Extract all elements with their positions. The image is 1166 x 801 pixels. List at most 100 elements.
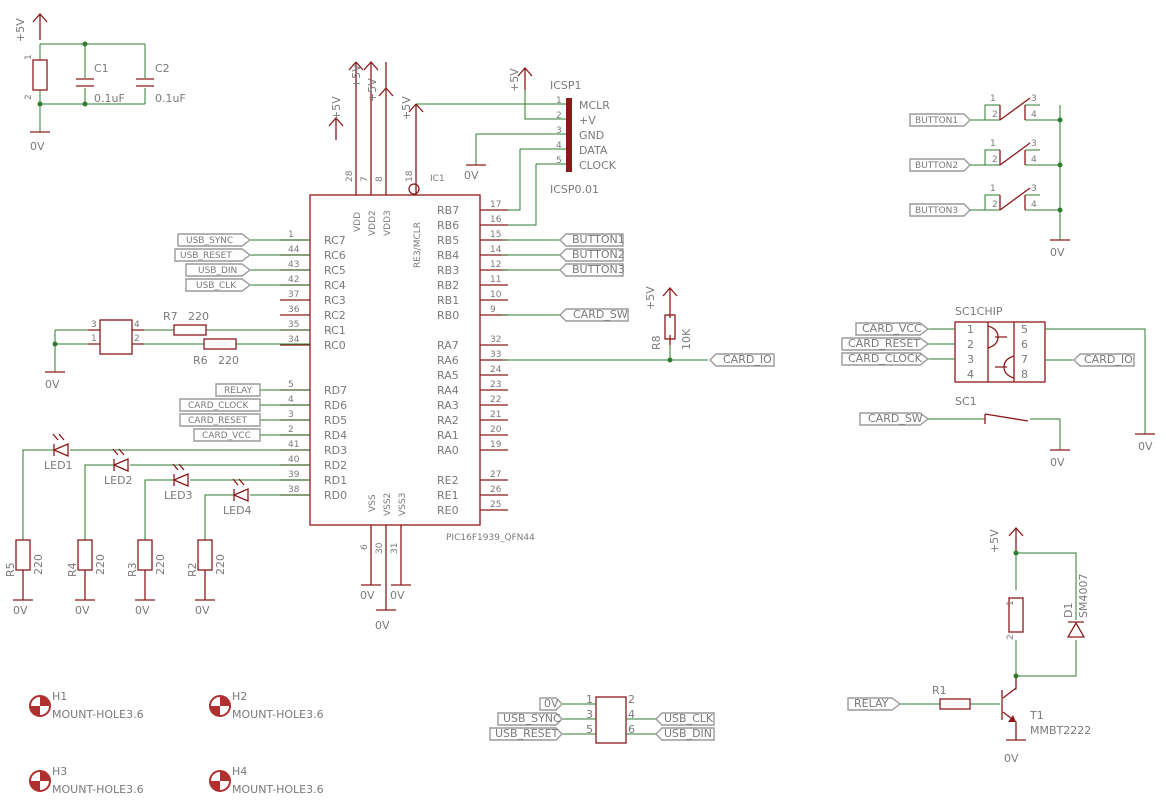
svg-text:1: 1 — [24, 54, 34, 60]
ic1-pin-signal: RD4 — [324, 429, 347, 442]
ic1-pin-number: 17 — [490, 200, 501, 210]
relay-driver: +5V 1 2 D1 SM4007 RELAY R1 T1 MMBT2222 0… — [847, 527, 1091, 765]
icsp-name: ICSP1 — [550, 79, 582, 92]
ic1-pin-signal: RB3 — [437, 264, 459, 277]
button-switch — [999, 187, 1031, 211]
svg-text:3: 3 — [556, 126, 562, 136]
ic1-pin-signal: RC4 — [324, 279, 346, 292]
osc-section: 3 4 1 2 R7 220 R6 220 0V — [45, 310, 310, 391]
gnd-symbol — [135, 570, 155, 601]
button-pin: 1 — [990, 94, 996, 104]
sc1-switch: SC1 CARD_SW 0V — [859, 395, 1070, 469]
svg-text:VSS: VSS — [368, 494, 378, 512]
gnd-label: 0V — [195, 604, 210, 617]
button-switch — [999, 142, 1031, 166]
net-usb-reset: USB_RESET — [174, 248, 252, 262]
button-pin: 4 — [1031, 200, 1037, 210]
led-resistor — [137, 539, 153, 571]
ic1-left-net-labels: USB_SYNC USB_RESET USB_DIN USB_CLK RELAY… — [174, 233, 310, 442]
svg-text:10K: 10K — [680, 328, 693, 350]
svg-text:BUTTON3: BUTTON3 — [572, 263, 625, 276]
vcc-arrow — [32, 13, 48, 40]
ic1-pin-signal: RD5 — [324, 414, 347, 427]
resistor-value: 220 — [32, 554, 45, 575]
ic1-pin-number: 44 — [288, 245, 300, 255]
svg-text:RE3/MCLR: RE3/MCLR — [413, 222, 423, 268]
svg-text:VDD: VDD — [353, 212, 363, 232]
svg-text:+5V: +5V — [644, 286, 657, 310]
svg-text:7: 7 — [1021, 353, 1028, 366]
svg-text:CARD_IO: CARD_IO — [1084, 353, 1133, 366]
net-card-sw-2: CARD_SW — [859, 412, 930, 426]
sc1chip: SC1CHIP 1 2 3 4 5 6 7 8 0V CARD_VCC CARD… — [841, 305, 1155, 453]
net-usb-din-2: USB_DIN — [655, 727, 715, 741]
svg-text:8: 8 — [1021, 368, 1028, 381]
ic1-pin-number: 19 — [490, 440, 502, 450]
ic1-pin-signal: RB6 — [437, 219, 459, 232]
led-symbol — [172, 473, 189, 487]
hole-value: MOUNT-HOLE3.6 — [232, 783, 324, 796]
decoupling-section: +5V 1 2 C1 0.1uF C2 0.1uF 0V — [14, 13, 186, 153]
led-wire — [144, 479, 310, 540]
led-resistor — [15, 539, 31, 571]
ic1-pin-signal: RD7 — [324, 384, 347, 397]
svg-text:+5V: +5V — [330, 96, 343, 120]
svg-text:USB_RESET: USB_RESET — [180, 251, 232, 261]
svg-text:VSS3: VSS3 — [398, 493, 408, 516]
svg-text:0V: 0V — [45, 378, 60, 391]
ic1-pin-number: 12 — [490, 260, 501, 270]
ic1-bottom-pins: 0V 0V 0V 6 30 31 VSS VSS2 VSS3 — [360, 493, 411, 632]
ic1-pin-number: 42 — [288, 275, 299, 285]
net-button3: BUTTON3 — [559, 263, 625, 277]
net-usb-reset-2: USB_RESET — [489, 727, 563, 741]
ic1-pin-number: 4 — [288, 395, 294, 405]
c2-name: C2 — [155, 62, 170, 75]
ic1-pin-number: 11 — [490, 275, 501, 285]
button-wire — [970, 194, 1060, 211]
ic1-pin-number: 22 — [490, 395, 501, 405]
svg-text:USB_DIN: USB_DIN — [198, 266, 237, 276]
button-pin: 1 — [990, 139, 996, 149]
resistor-name: R3 — [126, 562, 139, 577]
svg-text:8: 8 — [375, 176, 385, 182]
hole-value: MOUNT-HOLE3.6 — [232, 708, 324, 721]
svg-text:5: 5 — [586, 723, 593, 736]
svg-text:USB_CLK: USB_CLK — [196, 281, 237, 291]
led-symbol — [112, 458, 129, 472]
svg-text:2: 2 — [556, 111, 562, 121]
gnd-label: 0V — [135, 604, 150, 617]
ic1-pin-number: 24 — [490, 365, 502, 375]
svg-text:CARD_VCC: CARD_VCC — [202, 431, 251, 441]
hole-name: H2 — [232, 690, 247, 703]
svg-text:0V: 0V — [1138, 440, 1153, 453]
net-card-clock-2: CARD_CLOCK — [841, 352, 930, 366]
svg-text:CLOCK: CLOCK — [579, 159, 617, 172]
button-pin: 3 — [1031, 139, 1037, 149]
hole-name: H4 — [232, 765, 247, 778]
svg-text:0V: 0V — [1050, 456, 1065, 469]
svg-text:5: 5 — [1021, 323, 1028, 336]
button-wire — [970, 104, 1060, 121]
svg-text:CARD_RESET: CARD_RESET — [188, 416, 247, 426]
led-rays — [52, 433, 65, 441]
ic1-pin-signal: RE1 — [437, 489, 459, 502]
ic1-pin-number: 36 — [288, 305, 300, 315]
gnd-symbol — [195, 570, 215, 601]
ic1-pin-signal: RA5 — [437, 369, 459, 382]
ic1-pin-signal: RC2 — [324, 309, 346, 322]
svg-text:CARD_SW: CARD_SW — [868, 412, 923, 425]
gnd-symbol — [75, 570, 95, 601]
svg-text:CARD_CLOCK: CARD_CLOCK — [848, 352, 923, 365]
usb-header: 1 2 3 4 5 6 0V USB_SYNC USB_RESET USB_CL… — [489, 693, 715, 744]
net-button2: BUTTON2 — [559, 248, 625, 262]
ic1-pin-number: 3 — [288, 410, 294, 420]
ic1-value: PIC16F1939_QFN44 — [446, 533, 535, 543]
svg-text:3: 3 — [91, 320, 97, 330]
d1-name: D1 — [1062, 603, 1075, 618]
ic1-pin-signal: RB0 — [437, 309, 459, 322]
ic1-pin-signal: RA2 — [437, 414, 459, 427]
resistor-value: 220 — [94, 554, 107, 575]
